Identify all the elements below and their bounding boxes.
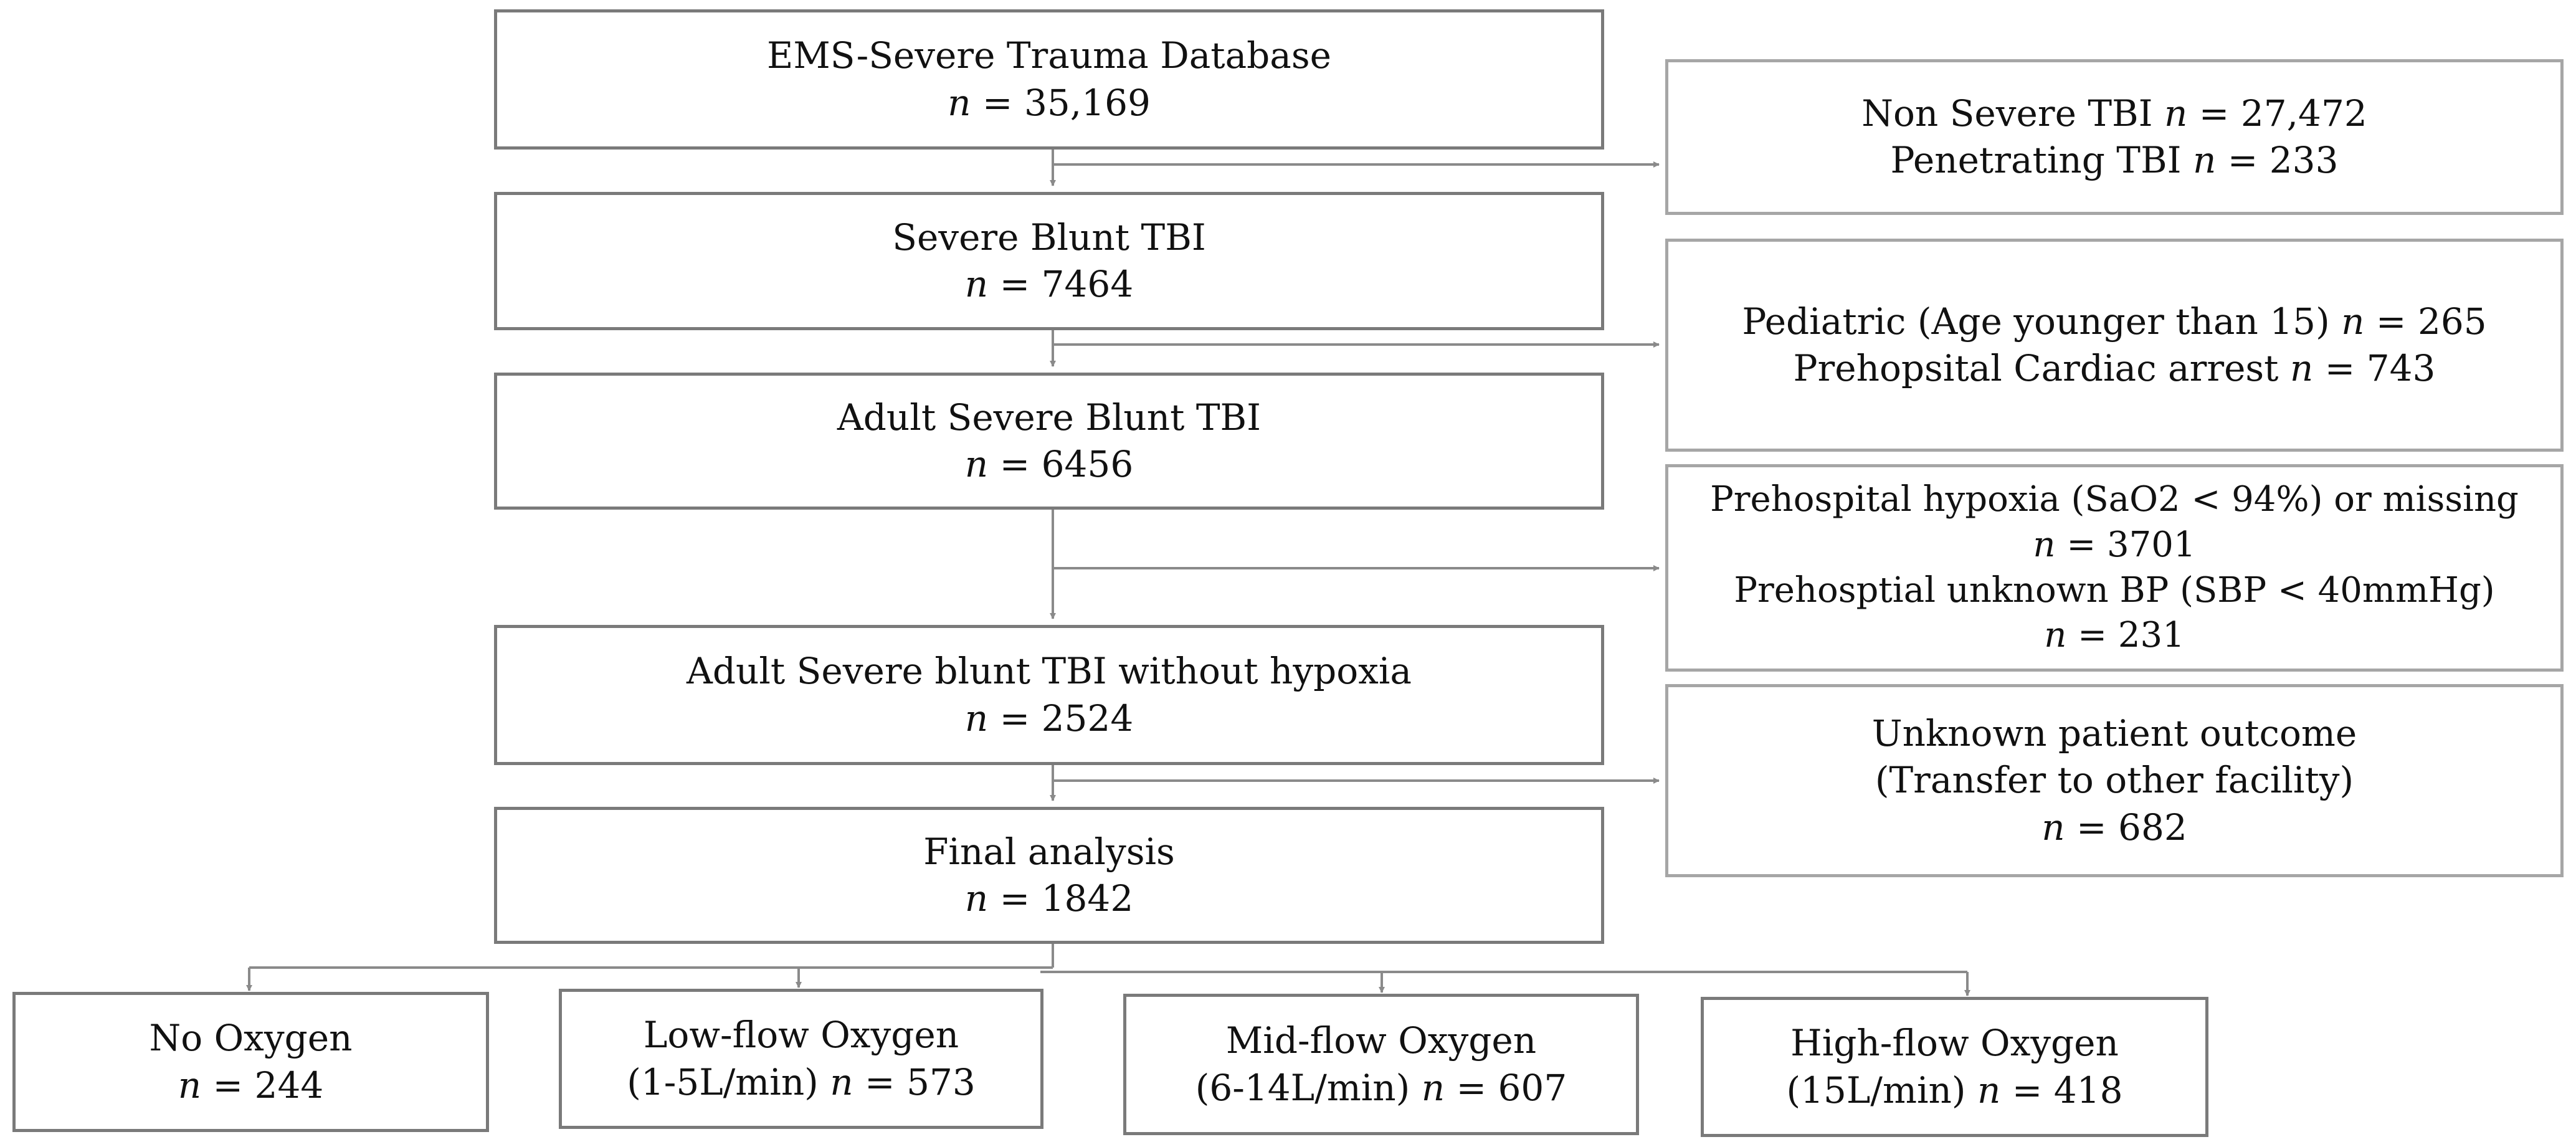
group-title: Mid-flow Oxygen — [1225, 1019, 1537, 1062]
n-symbol: n — [948, 81, 971, 124]
exclusion-1-line2-text: Penetrating TBI — [1890, 139, 2193, 181]
box-group-high-flow: High-flow Oxygen (15L/min) n = 418 — [1701, 997, 2208, 1137]
exclusion-1-line1-count: = 27,472 — [2187, 92, 2367, 135]
severe-blunt-title: Severe Blunt TBI — [892, 216, 1206, 259]
adult-severe-title: Adult Severe Blunt TBI — [837, 396, 1262, 439]
exclusion-4-count: = 682 — [2076, 806, 2187, 849]
exclusion-3-line3: Prehosptial unknown BP (SBP < 40mmHg) — [1734, 569, 2495, 611]
adult-severe-count: = 6456 — [999, 443, 1134, 485]
group-title: No Oxygen — [149, 1017, 353, 1060]
group-count: = 244 — [212, 1064, 324, 1107]
group-title: Low-flow Oxygen — [643, 1014, 959, 1057]
n-symbol: n — [2164, 92, 2188, 135]
box-exclusion-3: Prehospital hypoxia (SaO2 < 94%) or miss… — [1665, 464, 2564, 672]
box-exclusion-2: Pediatric (Age younger than 15) n = 265 … — [1665, 239, 2564, 452]
exclusion-3-count-2: = 231 — [2078, 615, 2185, 656]
exclusion-2-line1-text: Pediatric (Age younger than 15) — [1742, 300, 2342, 343]
group-flow-range: (1-5L/min) — [627, 1060, 830, 1103]
exclusion-3-line1: Prehospital hypoxia (SaO2 < 94%) or miss… — [1710, 478, 2519, 520]
box-exclusion-1: Non Severe TBI n = 27,472 Penetrating TB… — [1665, 59, 2564, 215]
group-flow-range: (15L/min) — [1786, 1068, 1977, 1111]
group-count: = 573 — [853, 1060, 976, 1103]
n-symbol: n — [2041, 806, 2065, 849]
no-hypoxia-count: = 2524 — [999, 697, 1134, 740]
group-count: = 418 — [2000, 1068, 2123, 1111]
box-group-no-oxygen: No Oxygen n = 244 — [12, 992, 489, 1132]
database-title: EMS-Severe Trauma Database — [767, 34, 1331, 77]
n-symbol: n — [964, 443, 989, 485]
exclusion-1-line1-text: Non Severe TBI — [1861, 92, 2164, 135]
n-symbol: n — [964, 877, 989, 920]
n-symbol: n — [830, 1060, 853, 1103]
box-severe-blunt-tbi: Severe Blunt TBI n = 7464 — [494, 192, 1604, 330]
n-symbol: n — [1421, 1066, 1445, 1109]
no-hypoxia-title: Adult Severe blunt TBI without hypoxia — [687, 650, 1412, 693]
box-group-mid-flow: Mid-flow Oxygen (6-14L/min) n = 607 — [1123, 994, 1639, 1135]
exclusion-2-line2-text: Prehopsital Cardiac arrest — [1793, 347, 2290, 389]
n-symbol: n — [2192, 139, 2217, 181]
group-flow-range: (6-14L/min) — [1195, 1066, 1422, 1109]
final-count: = 1842 — [999, 877, 1134, 920]
n-symbol: n — [964, 263, 989, 305]
box-exclusion-4: Unknown patient outcome (Transfer to oth… — [1665, 684, 2564, 877]
n-symbol: n — [2033, 524, 2056, 565]
n-symbol: n — [2289, 347, 2314, 389]
exclusion-2-line2-count: = 743 — [2313, 347, 2436, 389]
exclusion-1-line2-count: = 233 — [2216, 139, 2339, 181]
exclusion-4-line2: (Transfer to other facility) — [1875, 759, 2354, 802]
box-database: EMS-Severe Trauma Database n = 35,169 — [494, 9, 1604, 150]
n-symbol: n — [964, 697, 989, 740]
n-symbol: n — [2341, 300, 2365, 343]
final-title: Final analysis — [923, 830, 1175, 873]
group-count: = 607 — [1445, 1066, 1567, 1109]
n-symbol: n — [178, 1064, 202, 1107]
box-final-analysis: Final analysis n = 1842 — [494, 807, 1604, 944]
exclusion-4-line1: Unknown patient outcome — [1871, 712, 2357, 754]
exclusion-2-line1-count: = 265 — [2364, 300, 2487, 343]
n-symbol: n — [1977, 1068, 2001, 1111]
group-title: High-flow Oxygen — [1790, 1022, 2119, 1065]
box-without-hypoxia: Adult Severe blunt TBI without hypoxia n… — [494, 625, 1604, 765]
exclusion-3-count-1: = 3701 — [2066, 524, 2196, 565]
n-symbol: n — [2044, 615, 2067, 656]
box-group-low-flow: Low-flow Oxygen (1-5L/min) n = 573 — [559, 989, 1043, 1129]
severe-blunt-count: = 7464 — [999, 263, 1134, 305]
database-count: = 35,169 — [982, 81, 1151, 124]
box-adult-severe-blunt-tbi: Adult Severe Blunt TBI n = 6456 — [494, 373, 1604, 510]
